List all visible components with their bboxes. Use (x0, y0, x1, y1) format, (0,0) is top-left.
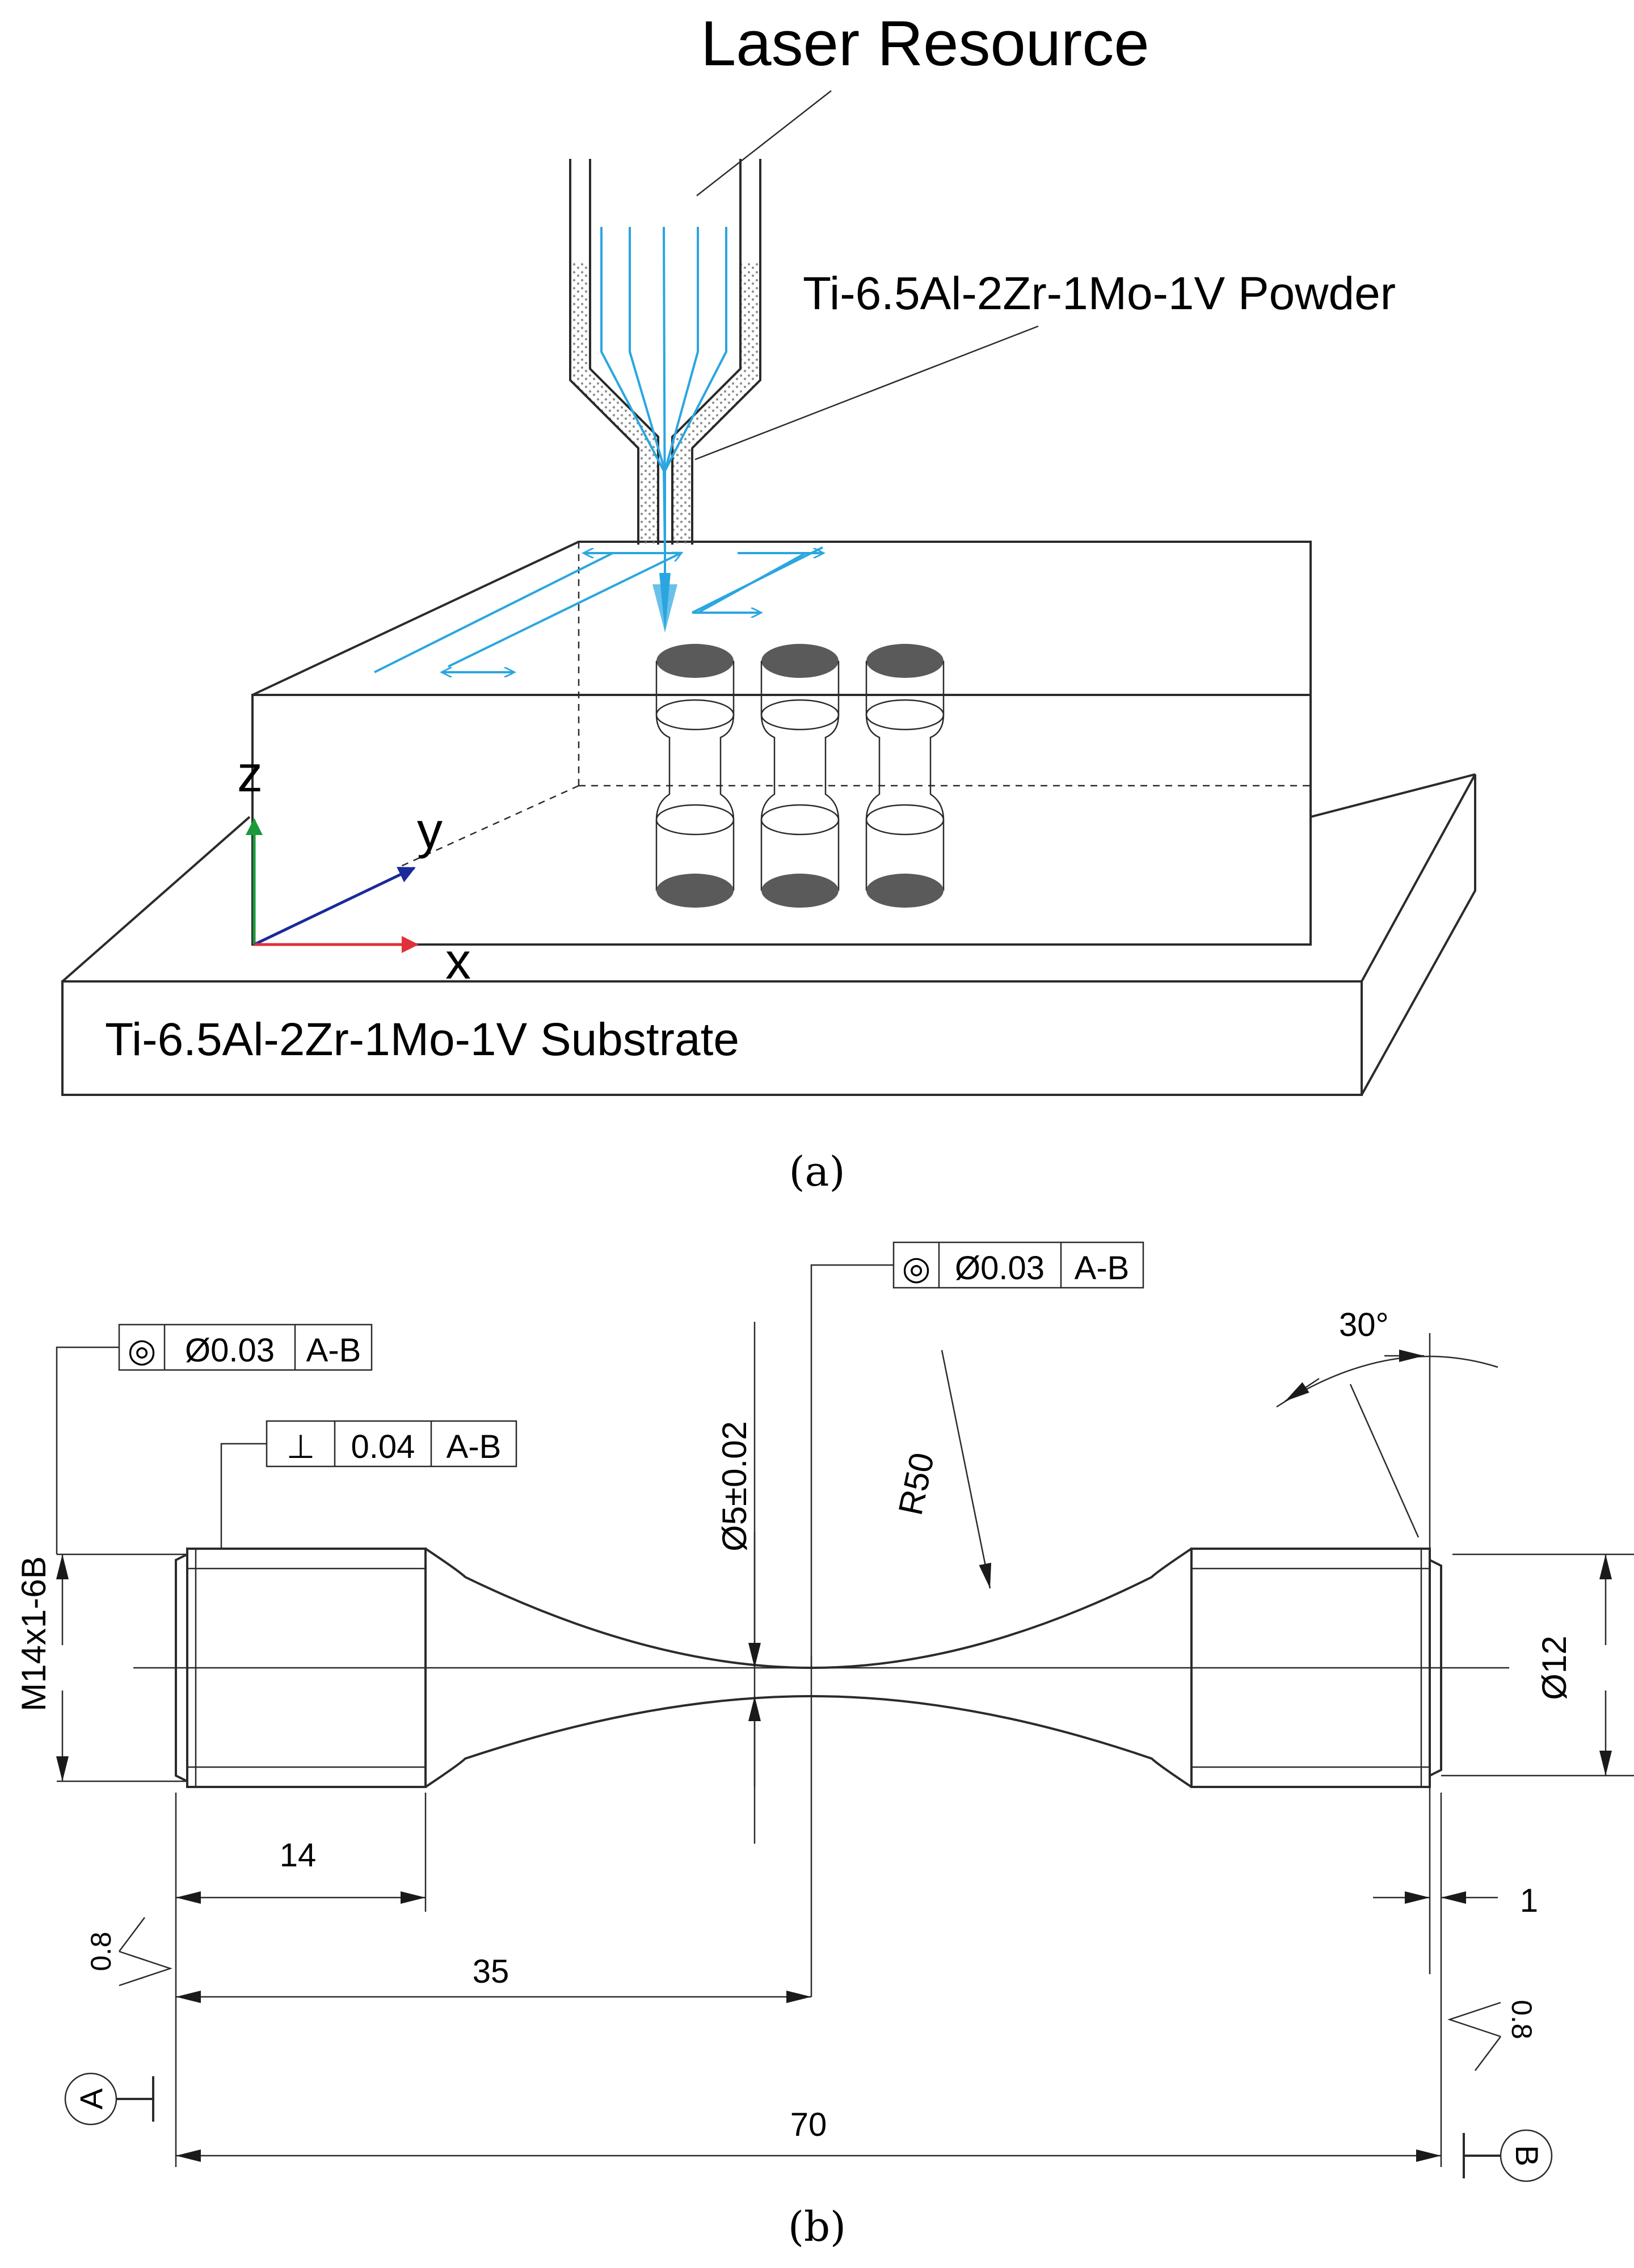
datum-a-label: A (73, 2088, 109, 2110)
powder-nozzle (569, 159, 761, 545)
total-length-label: 70 (790, 2106, 827, 2143)
dim-grip-length: 14 (176, 1837, 426, 1904)
specimen-3 (865, 644, 945, 908)
laser-beam (600, 226, 727, 633)
fcf-top-center-value: Ø0.03 (955, 1250, 1045, 1287)
axis-x-label: x (445, 933, 471, 990)
fcf-left-top-symbol: ◎ (128, 1332, 157, 1369)
substrate-plate (61, 773, 1476, 1096)
powder-leader-line (694, 325, 1039, 461)
axis-y-label: y (417, 803, 443, 859)
fcf-left-top-datum: A-B (306, 1332, 361, 1369)
roughness-right: 0.8 (1447, 2000, 1538, 2071)
dim-radius: R50 (891, 1350, 992, 1589)
fcf-left-top: ◎ Ø0.03 A-B (56, 1323, 373, 1554)
roughness-right-value: 0.8 (1506, 2000, 1538, 2039)
end-diameter-label: Ø12 (1535, 1635, 1573, 1700)
powder-label: Ti-6.5Al-2Zr-1Mo-1V Powder (803, 268, 1396, 319)
dim-half-length: 35 (176, 1953, 811, 2003)
dim-total-length: 70 (176, 2106, 1441, 2162)
laser-leader-line (696, 90, 832, 196)
panel-b-drawing: ◎ Ø0.03 A-B ◎ Ø0.03 A-B ⊥ 0.04 A-B (15, 1241, 1634, 2182)
caption-b: (b) (788, 2203, 846, 2250)
dim-chamfer-length: 1 (1373, 1882, 1538, 1919)
angle-label: 30° (1339, 1306, 1389, 1343)
dim-end-diameter: Ø12 (1535, 1554, 1612, 1776)
dim-gauge-diameter: Ø5±0.02 (715, 1421, 761, 1844)
fcf-left-perpendicularity: ⊥ 0.04 A-B (220, 1420, 517, 1549)
half-length-label: 35 (473, 1953, 509, 1990)
roughness-left: 0.8 (85, 1917, 172, 1987)
caption-a: (a) (789, 1148, 845, 1195)
datum-b-label: B (1509, 2145, 1545, 2166)
axis-z-label: z (237, 746, 263, 803)
dim-chamfer-angle: 30° (1276, 1306, 1498, 1408)
datum-a: A (64, 2072, 154, 2126)
specimen-1 (655, 644, 735, 908)
fcf-top-center: ◎ Ø0.03 A-B (810, 1241, 1144, 1668)
specimen-2 (760, 644, 840, 908)
fcf-perp-datum: A-B (447, 1428, 502, 1465)
fcf-perp-value: 0.04 (351, 1428, 415, 1465)
radius-label: R50 (891, 1449, 941, 1519)
roughness-left-value: 0.8 (85, 1932, 117, 1971)
grip-length-label: 14 (280, 1837, 317, 1874)
gauge-diameter-label: Ø5±0.02 (715, 1421, 753, 1552)
dim-thread: M14x1-6B (15, 1554, 69, 1781)
scan-path (374, 546, 823, 672)
laser-resource-label: Laser Resource (701, 8, 1149, 79)
fcf-top-center-symbol: ◎ (902, 1250, 931, 1287)
chamfer-length-label: 1 (1520, 1882, 1538, 1919)
datum-b: B (1463, 2129, 1553, 2182)
panel-a-schematic: z y x Laser Resource Ti-6.5Al-2Zr-1Mo-1V… (61, 8, 1476, 1096)
thread-label: M14x1-6B (15, 1556, 53, 1711)
substrate-label: Ti-6.5Al-2Zr-1Mo-1V Substrate (105, 1014, 739, 1065)
coordinate-axes: z y x (237, 746, 471, 990)
fcf-left-top-value: Ø0.03 (185, 1332, 275, 1369)
specimen-profile (133, 1548, 1509, 1788)
fcf-top-center-datum: A-B (1075, 1250, 1130, 1287)
fcf-perp-symbol: ⊥ (287, 1428, 315, 1465)
